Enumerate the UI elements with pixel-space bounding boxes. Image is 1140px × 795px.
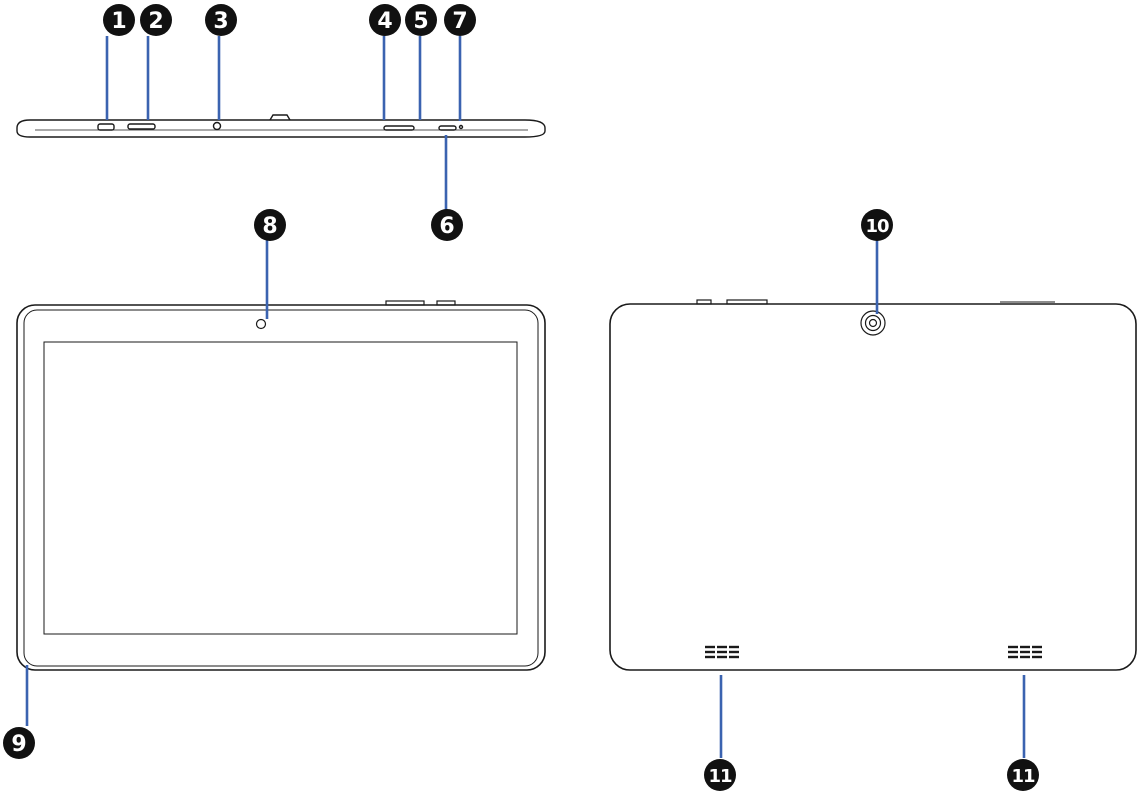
callout-7-label: 7 [452,9,467,34]
tablet-top-edge-view [16,114,546,138]
micro-usb-port [97,123,115,131]
back-outer-frame [609,303,1137,671]
speaker-grille-left [705,645,739,659]
callout-11-right: 11 [1007,759,1039,791]
front-camera-lens [255,318,267,330]
callout-5-label: 5 [413,9,428,34]
indicator-light [458,124,464,130]
speaker-grille-right [1008,645,1042,659]
tablet-front-view [16,300,546,671]
front-inner-bezel [23,309,539,667]
microsd-slot [127,123,156,130]
volume-button [383,125,415,131]
callout-2-label: 2 [148,9,163,34]
callout-4-label: 4 [377,9,392,34]
callout-11-left-label: 11 [708,766,732,787]
callout-6: 6 [431,209,463,241]
callout-9: 9 [3,727,35,759]
callout-6-label: 6 [439,214,454,239]
tablet-back-view [609,299,1137,671]
callout-11-right-label: 11 [1011,766,1035,787]
callout-10-label: 10 [865,216,889,237]
callout-10: 10 [861,209,893,241]
callout-8-label: 8 [262,214,277,239]
callout-5: 5 [405,4,437,36]
callout-2: 2 [140,4,172,36]
rear-camera-outer [860,310,886,336]
callout-1-label: 1 [111,9,126,34]
front-outer-frame [16,304,546,671]
callout-7: 7 [444,4,476,36]
callout-11-left: 11 [704,759,736,791]
top-edge-body [16,119,546,138]
callout-1: 1 [103,4,135,36]
top-bump [269,114,291,121]
callout-9-label: 9 [11,732,26,757]
rear-camera-mid [864,314,882,332]
leader-lines [25,36,1026,758]
front-screen [43,341,518,635]
callout-3: 3 [205,4,237,36]
callout-8: 8 [254,209,286,241]
power-button [438,125,457,131]
rear-camera-inner [868,318,878,328]
headphone-jack [212,121,222,131]
callout-4: 4 [369,4,401,36]
callout-3-label: 3 [213,9,228,34]
